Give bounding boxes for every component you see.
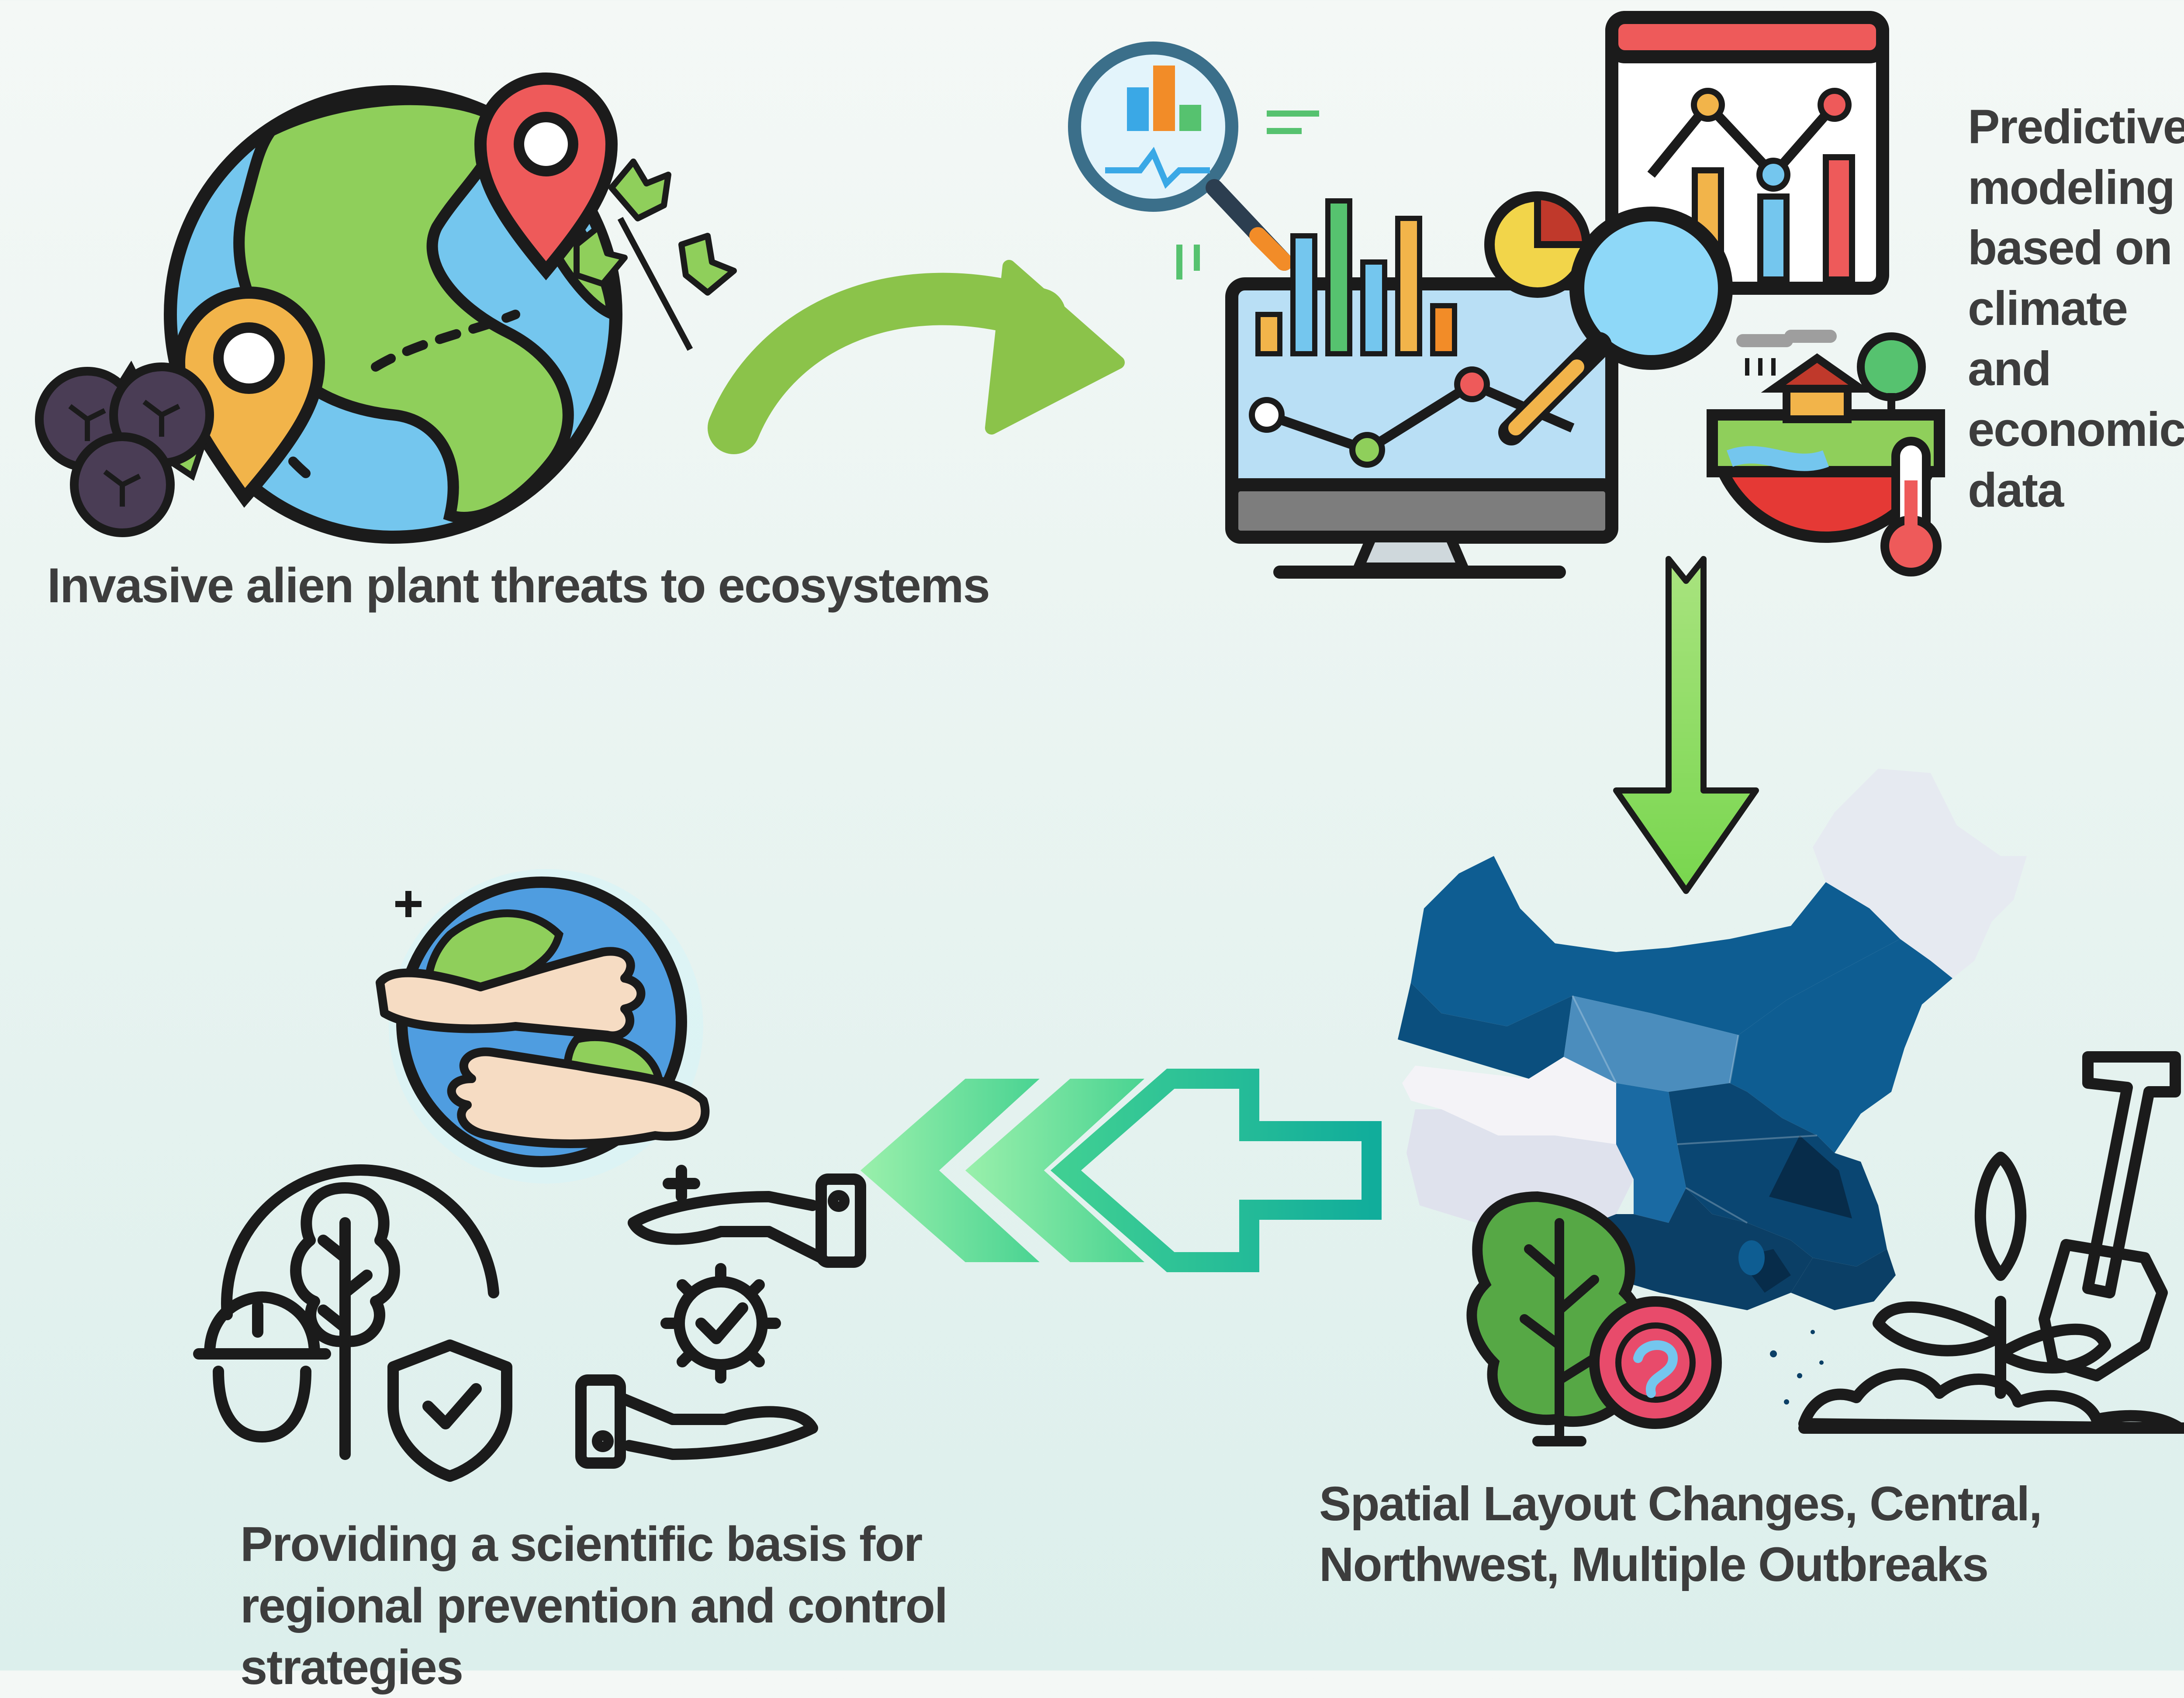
invasive-berries-icon — [35, 360, 214, 537]
data-analytics-monitor-icon — [1068, 11, 1889, 579]
label-predictive-modeling: Predictive modeling based on climate and… — [1968, 100, 2184, 517]
label-spatial-layout: Spatial Layout Changes, Central, Northwe… — [1319, 1477, 2042, 1591]
label-invasive-threats: Invasive alien plant threats to ecosyste… — [47, 558, 990, 613]
arrow-down — [1613, 556, 1759, 894]
china-distribution-map-icon — [1398, 769, 2027, 1405]
shovel-and-sprout-icon — [1798, 1051, 2184, 1434]
globe-with-location-pins-icon — [164, 72, 737, 544]
diseased-tree-icon — [1466, 1191, 1722, 1446]
climate-thermometer-icon — [1706, 330, 1946, 576]
hands-with-gear-icon — [575, 1165, 866, 1469]
hugging-earth-icon — [376, 869, 710, 1184]
forest-protection-icon — [193, 1164, 512, 1482]
label-scientific-basis: Providing a scientific basis for regiona… — [240, 1517, 948, 1695]
arrow-left-chevrons — [860, 1069, 1382, 1272]
curved-arrow-right — [708, 260, 1125, 454]
